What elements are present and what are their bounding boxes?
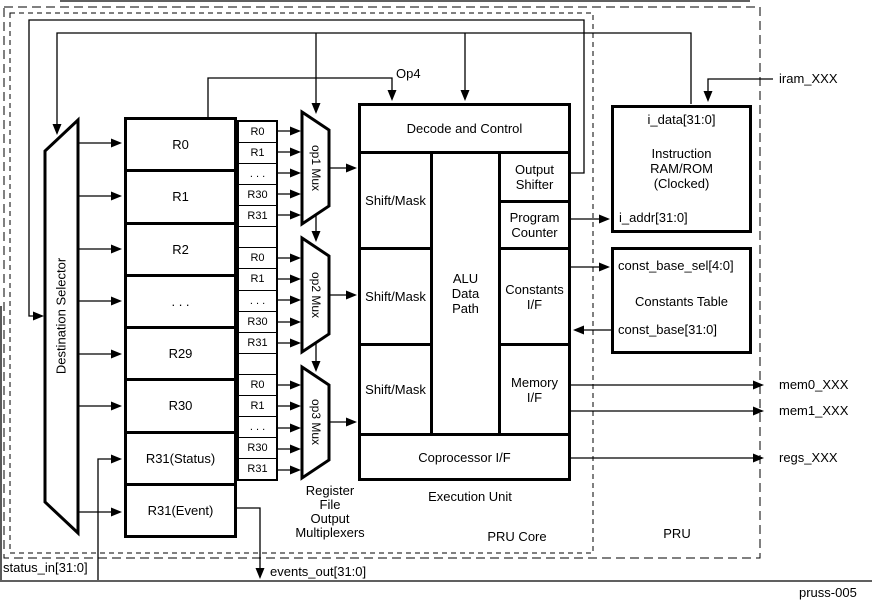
op3-mux-label: op3 Mux [309,398,323,446]
read-port-cell: . . . [239,415,276,437]
read-port-cell: . . . [239,289,276,311]
alu-line: ALU [452,271,479,286]
execution-unit-caption: Execution Unit [428,489,512,504]
instruction-ram-title: Instruction RAM/ROM (Clocked) [614,146,749,191]
instruction-ram-title-line: RAM/ROM [650,161,713,176]
wire-idata-to-selector [52,32,692,135]
read-port-cell: R31 [239,458,276,479]
figure-caption: pruss-005 [799,585,857,600]
read-port-cell-empty [239,226,276,247]
constants-if-line: I/F [526,296,543,312]
program-counter-line: Program [509,210,560,225]
register-row: R31(Event) [127,482,234,535]
pru-core-caption: PRU Core [487,529,547,544]
read-port-cell: . . . [239,163,276,184]
op2-mux-shape [300,235,331,355]
read-port-cell: R30 [239,310,276,332]
op2-mux-label: op2 Mux [309,271,323,319]
constants-table: const_base_sel[4:0] Constants Table cons… [611,247,752,354]
pru-caption: PRU [663,526,691,541]
read-port-cell: R31 [239,331,276,353]
const-base-label: const_base[31:0] [618,322,718,337]
wire-status-in [97,454,122,580]
caption-line: Output [310,511,350,526]
divider [498,154,501,433]
register-row: R2 [127,221,234,274]
read-port-cell: R30 [239,184,276,205]
instruction-ram: i_data[31:0] Instruction RAM/ROM (Clocke… [611,105,752,233]
shift-mask-column: Shift/Mask Shift/Mask Shift/Mask [361,154,430,433]
wire-outputshifter-to-selector [28,19,585,321]
mem1-signal-label: mem1_XXX [779,403,849,418]
decode-and-control: Decode and Control [361,106,568,154]
register-row: R30 [127,378,234,430]
mem0-signal-label: mem0_XXX [779,377,849,392]
shift-mask-1: Shift/Mask [365,193,426,208]
register-file-mux-caption: Register File Output Multiplexers [280,484,380,540]
register-file: R0 R1 R2 . . . R29 R30 R31(Status) R31(E… [124,117,237,538]
status-in-label: status_in[31:0] [3,560,88,575]
read-port-cell-empty [239,352,276,374]
caption-line: Multiplexers [295,525,365,540]
register-read-port-column: R0 R1 . . . R30 R31 R0 R1 . . . R30 R31 … [237,120,278,481]
register-row: R1 [127,169,234,221]
read-port-cell: R1 [239,142,276,163]
interface-column: Output Shifter Program Counter Constants… [501,154,568,433]
read-port-cell: R1 [239,268,276,289]
output-shifter-line: Shifter [515,177,554,192]
alu-line: Path [452,301,479,316]
read-port-cell: R31 [239,205,276,226]
execution-unit: Decode and Control Shift/Mask Shift/Mask… [358,103,571,481]
memory-if-line: Memory [511,374,558,390]
divider [430,154,433,433]
read-port-cell: R30 [239,436,276,458]
wire-op4-to-decode [207,77,397,117]
register-row: R29 [127,326,234,378]
read-port-cell: R0 [239,373,276,395]
shift-mask-2: Shift/Mask [361,247,430,343]
read-port-cell: R1 [239,394,276,416]
wire-iram [703,78,773,102]
op4-label: Op4 [396,66,421,81]
constants-if: Constants I/F [501,247,568,343]
register-row: R31(Status) [127,430,234,483]
program-counter: Program Counter [501,200,568,247]
instruction-ram-title-line: (Clocked) [653,176,710,191]
alu-line: Data [451,286,480,301]
output-shifter-line: Output [514,162,555,177]
memory-if-line: I/F [526,389,543,405]
op1-mux-shape [300,109,331,227]
wires [0,0,872,582]
alu-data-path: ALU Data Path [433,154,498,433]
i-addr-label: i_addr[31:0] [619,210,688,225]
events-out-label: events_out[31:0] [270,564,367,579]
constants-if-line: Constants [505,281,564,297]
register-row: R0 [172,137,189,153]
const-base-sel-label: const_base_sel[4:0] [618,258,734,273]
destination-selector-label: Destination Selector [53,257,69,375]
shift-mask-3: Shift/Mask [361,343,430,433]
wire-events-out [237,507,265,579]
destination-selector-shape [43,116,80,537]
regs-signal-label: regs_XXX [779,450,838,465]
caption-line: File [319,497,341,512]
memory-if: Memory I/F [501,343,568,433]
instruction-ram-title-line: Instruction [651,146,712,161]
pru-dashed-border [3,6,761,559]
program-counter-line: Counter [511,225,558,240]
iram-signal-label: iram_XXX [779,71,838,86]
op1-mux-label: op1 Mux [309,144,323,192]
op3-mux-shape [300,364,331,481]
constants-table-title: Constants Table [635,294,728,309]
execution-unit-middle: Shift/Mask Shift/Mask Shift/Mask ALU Dat… [361,154,568,433]
output-shifter: Output Shifter [501,154,568,200]
caption-line: Register [305,483,355,498]
coprocessor-if: Coprocessor I/F [361,433,568,478]
read-port-cell: R0 [250,126,265,139]
i-data-label: i_data[31:0] [647,112,716,127]
pru-core-dashed-border [9,12,594,554]
register-row-ellipsis: . . . [127,273,234,326]
read-port-cell: R0 [239,247,276,268]
